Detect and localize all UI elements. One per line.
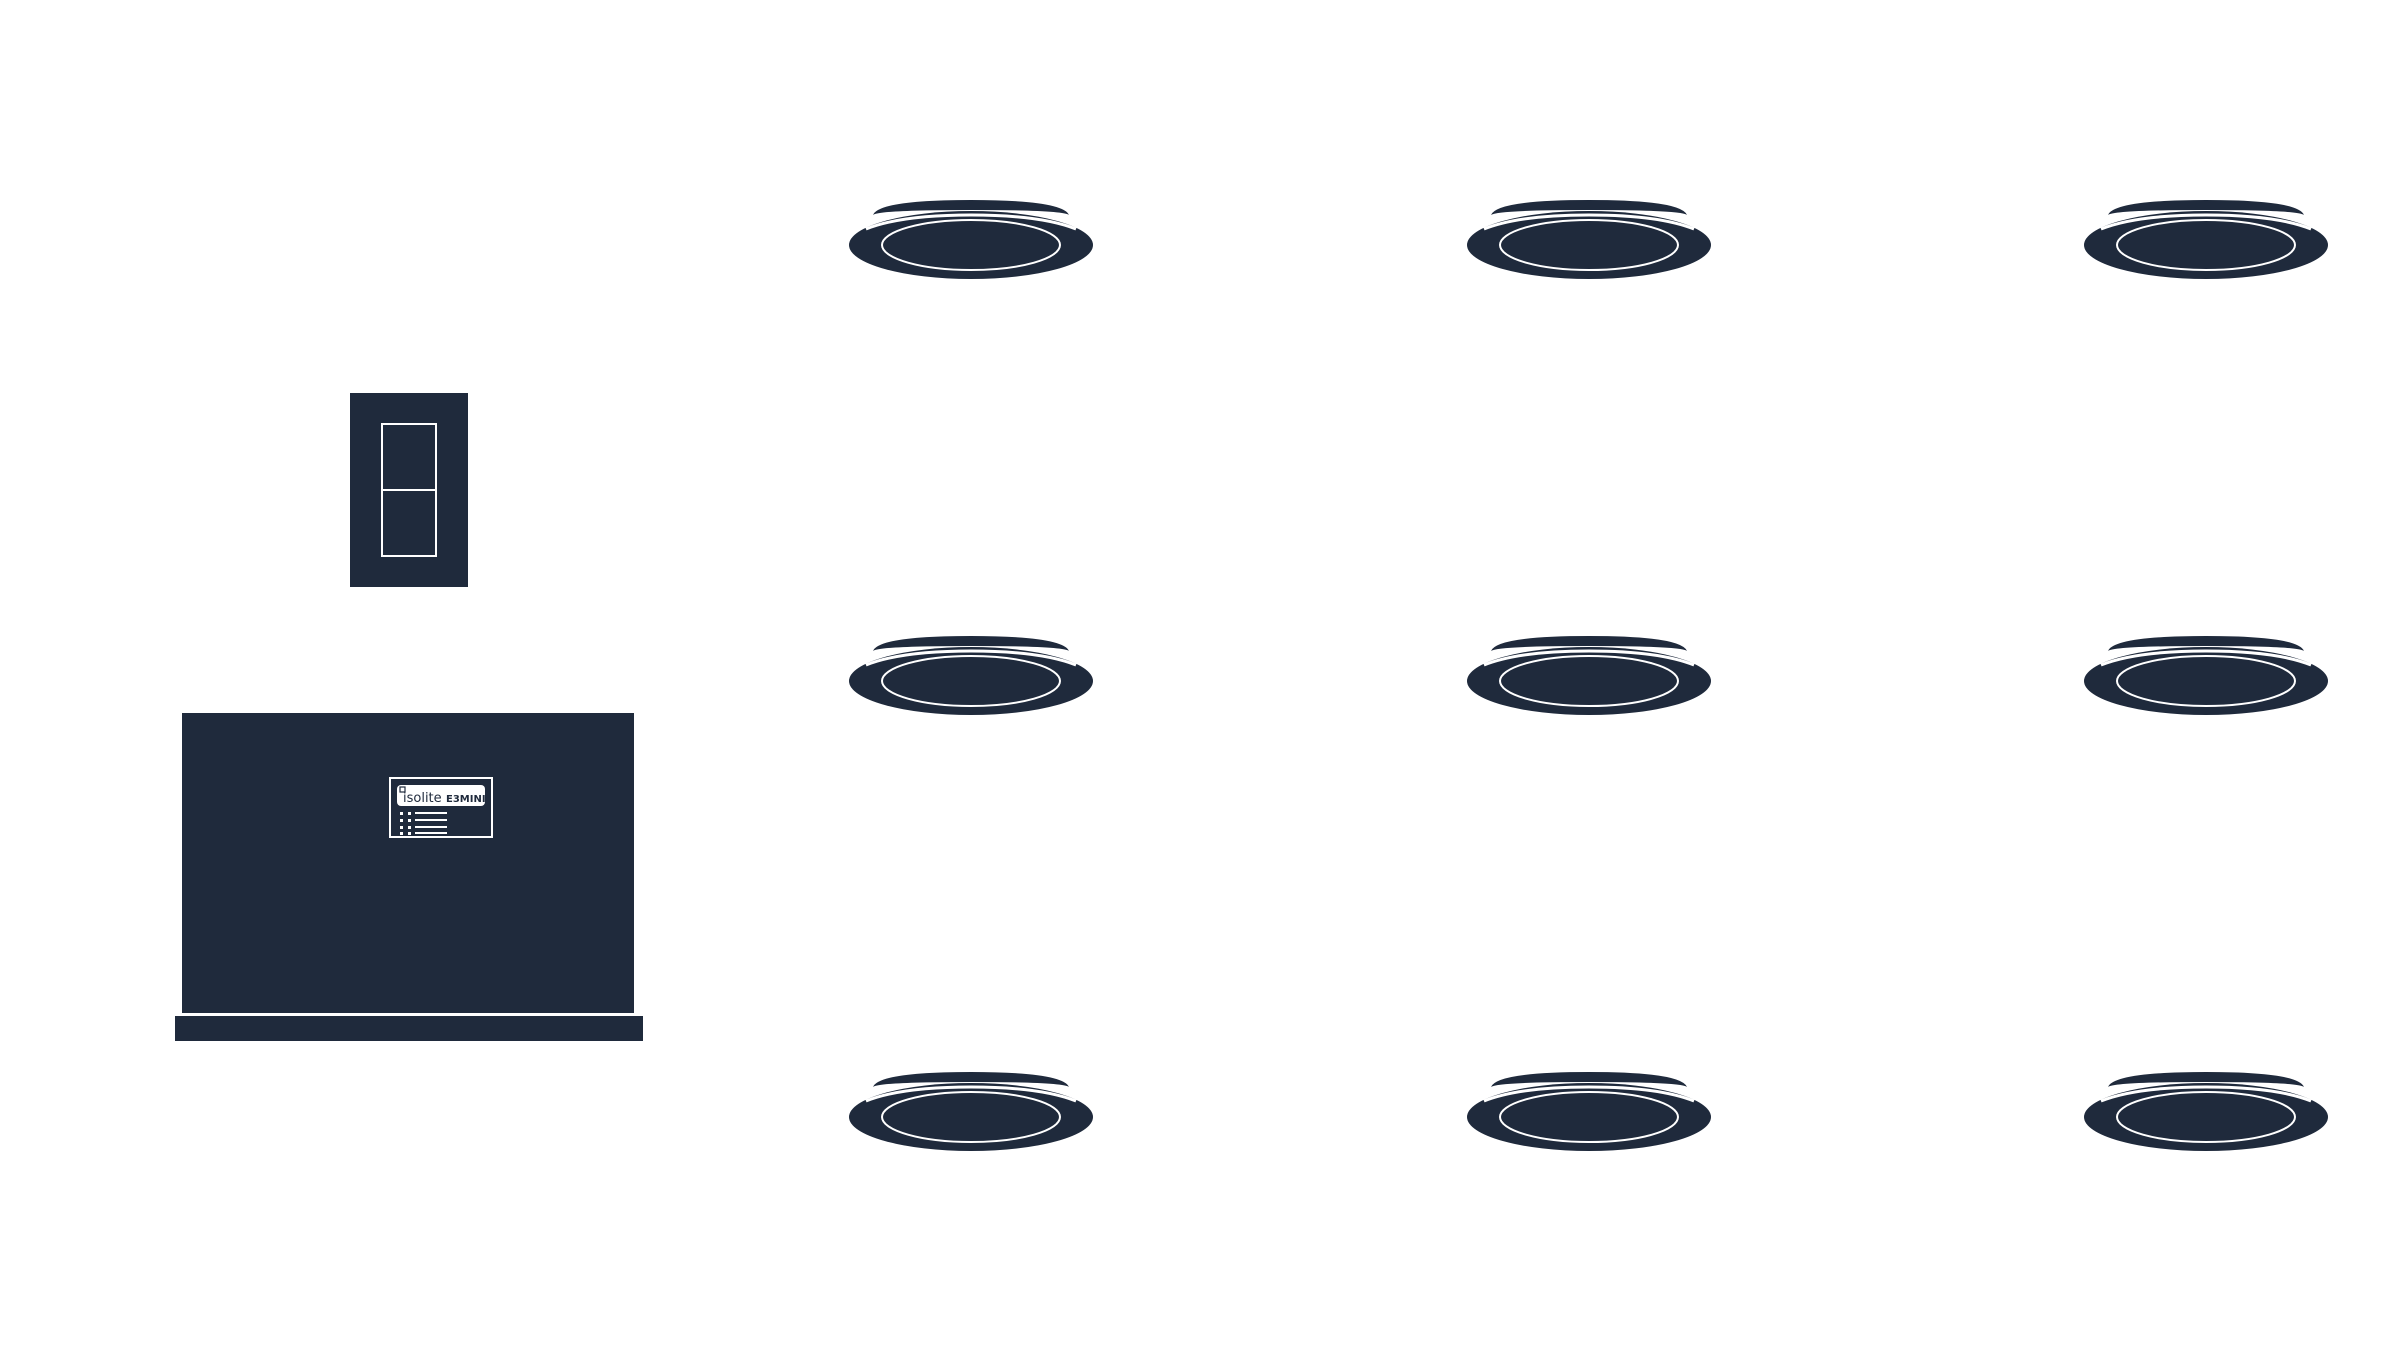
brand-dot-icon xyxy=(399,786,406,793)
control-unit-body xyxy=(182,713,634,1013)
recessed-downlight-icon xyxy=(1465,1070,1713,1153)
control-unit-panel: isolite E3MINI xyxy=(389,777,493,838)
recessed-downlight-icon xyxy=(847,634,1095,717)
recessed-downlight-icon xyxy=(1465,198,1713,281)
recessed-downlight-icon xyxy=(847,1070,1095,1153)
recessed-downlight-icon xyxy=(2082,198,2330,281)
downlight-grid xyxy=(847,198,2330,1153)
panel-indicators-icon xyxy=(400,812,447,835)
recessed-downlight-icon xyxy=(1465,634,1713,717)
switch-rocker-bottom xyxy=(381,489,437,557)
control-unit-base xyxy=(175,1016,643,1041)
brand-badge xyxy=(397,785,485,806)
recessed-downlight-icon xyxy=(2082,634,2330,717)
recessed-downlight-icon xyxy=(847,198,1095,281)
recessed-downlight-icon xyxy=(2082,1070,2330,1153)
control-unit-model: E3MINI xyxy=(446,794,486,805)
control-unit-brand: isolite xyxy=(403,791,442,806)
wall-switch-icon xyxy=(350,393,468,587)
emergency-lighting-control-unit-icon: isolite E3MINI xyxy=(175,713,643,1041)
